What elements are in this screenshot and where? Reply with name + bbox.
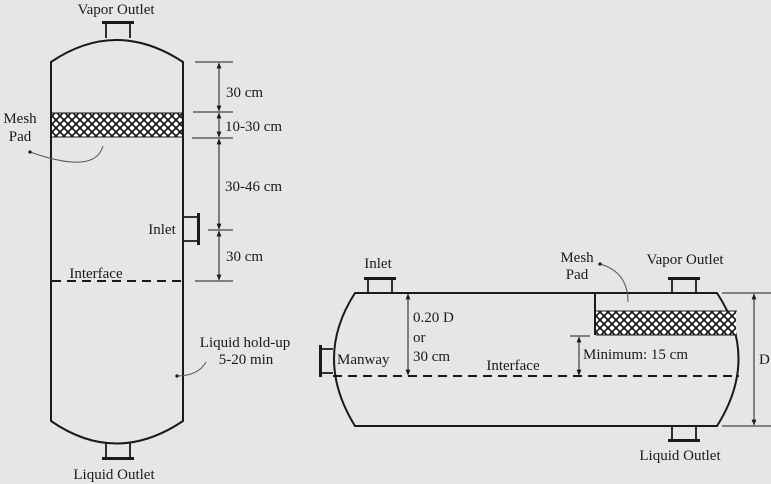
horizontal-interface-label: Interface <box>486 358 540 374</box>
liquid-holdup-label-line2: 5-20 min <box>219 352 274 368</box>
horizontal-inlet-label: Inlet <box>364 256 392 272</box>
horizontal-mesh-pad-label-line2: Pad <box>566 267 589 283</box>
dim-label-mesh-thickness: 10-30 cm <box>225 119 282 135</box>
vertical-mesh-pad-label-line1: Mesh <box>3 111 37 127</box>
horizontal-liquid-outlet-label: Liquid Outlet <box>639 448 721 464</box>
horizontal-mesh-pad-leader <box>598 262 629 303</box>
horizontal-mesh-pad-label-line1: Mesh <box>560 250 594 266</box>
vertical-mesh-pad <box>52 113 182 137</box>
vertical-liquid-outlet-label: Liquid Outlet <box>73 467 155 483</box>
minimum-gap-label: Minimum: 15 cm <box>583 347 688 363</box>
vertical-vessel: Vapor Outlet Mesh Pad Inlet Interface Li… <box>3 2 290 483</box>
horizontal-vapor-outlet-nozzle <box>668 277 700 293</box>
vertical-mesh-pad-leader <box>28 145 104 163</box>
manway-nozzle <box>319 345 333 377</box>
vapor-space-label-line3: 30 cm <box>413 349 450 365</box>
dim-label-mesh-to-inlet: 30-46 cm <box>225 179 282 195</box>
horizontal-mesh-pad <box>596 311 736 335</box>
vertical-interface-label: Interface <box>69 266 123 282</box>
liquid-holdup-label-line1: Liquid hold-up <box>200 335 290 351</box>
horizontal-liquid-outlet-nozzle <box>668 426 700 442</box>
dim-label-top-to-mesh: 30 cm <box>226 85 263 101</box>
vertical-vapor-outlet-nozzle <box>102 21 134 38</box>
horizontal-inlet-nozzle <box>364 277 396 293</box>
manway-label: Manway <box>337 352 390 368</box>
vapor-space-label-line2: or <box>413 330 426 346</box>
liquid-holdup-leader <box>175 361 207 378</box>
horizontal-vapor-outlet-label: Vapor Outlet <box>646 252 724 268</box>
vertical-inlet-nozzle <box>183 213 200 245</box>
vertical-vapor-outlet-label: Vapor Outlet <box>77 2 155 18</box>
vertical-liquid-outlet-nozzle <box>102 443 134 460</box>
horizontal-vessel: Inlet Vapor Outlet Manway Mesh Pad Inter… <box>319 250 771 464</box>
vertical-inlet-label: Inlet <box>148 222 176 238</box>
dim-label-inlet-to-interface: 30 cm <box>226 249 263 265</box>
vertical-vessel-shell <box>50 39 184 445</box>
vertical-dimension-lines <box>192 61 233 282</box>
vertical-mesh-pad-label-line2: Pad <box>9 129 32 145</box>
vapor-space-label-line1: 0.20 D <box>413 310 454 326</box>
diameter-label: D <box>759 352 770 368</box>
